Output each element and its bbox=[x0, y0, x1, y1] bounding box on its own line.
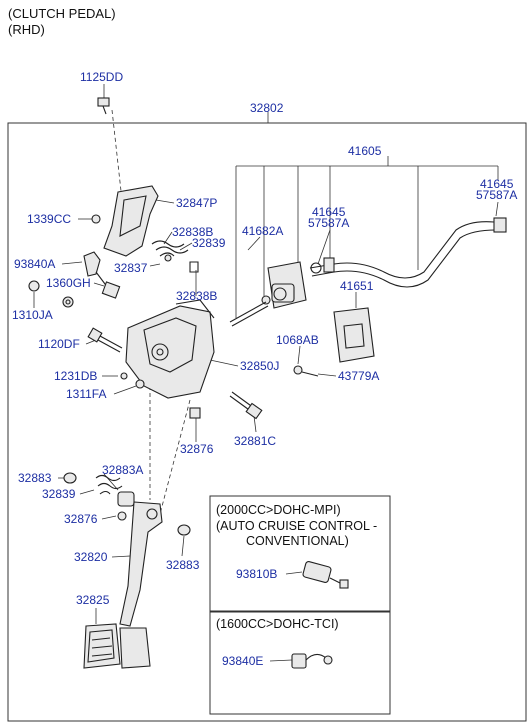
leader-lines bbox=[33, 84, 499, 662]
part-labels: 1125DD 32802 41605 41645 57587A 32847P 1… bbox=[12, 70, 517, 668]
label-1068ab: 1068AB bbox=[276, 333, 319, 347]
variant-box-mpi bbox=[209, 495, 391, 612]
variant-box-tci bbox=[209, 611, 391, 715]
label-93840a: 93840A bbox=[14, 257, 55, 271]
bolt-1125dd bbox=[97, 97, 110, 115]
clip-32838b bbox=[189, 261, 199, 273]
label-1311fa: 1311FA bbox=[66, 387, 106, 401]
label-41682a: 41682A bbox=[242, 224, 283, 238]
master-cylinder-41682a bbox=[229, 261, 307, 327]
switch-93810b bbox=[302, 561, 349, 589]
label-32847p: 32847P bbox=[176, 196, 217, 210]
pin-43779a bbox=[293, 365, 319, 377]
label-32838b-a: 32838B bbox=[172, 225, 213, 239]
hose-41645 bbox=[309, 217, 507, 288]
bushing-32883 bbox=[63, 472, 191, 536]
stopper-32876-upper bbox=[189, 407, 201, 419]
small-nut-1231db bbox=[120, 372, 128, 380]
pedal-pad-32825 bbox=[83, 623, 151, 669]
label-32837: 32837 bbox=[114, 261, 148, 275]
spring-32839-lower bbox=[95, 474, 123, 495]
spring-32839-upper bbox=[151, 240, 189, 262]
bolt-1120df bbox=[87, 327, 123, 353]
box1-line3: CONVENTIONAL) bbox=[246, 534, 349, 548]
label-57587a-top: 57587A bbox=[476, 188, 517, 202]
header-line-1: (CLUTCH PEDAL) bbox=[8, 6, 116, 21]
label-41645-mid: 41645 bbox=[312, 205, 346, 219]
label-32876-b: 32876 bbox=[64, 512, 98, 526]
label-32839-b: 32839 bbox=[42, 487, 76, 501]
stopper-32876-lower bbox=[117, 511, 127, 521]
box1-line1: (2000CC>DOHC-MPI) bbox=[216, 503, 341, 517]
clamp-57587a bbox=[310, 262, 322, 274]
label-41605: 41605 bbox=[348, 144, 382, 158]
nut-1339cc bbox=[91, 214, 101, 224]
label-32883a: 32883A bbox=[102, 463, 143, 477]
washer-1360gh bbox=[62, 296, 74, 308]
switch-93840a bbox=[83, 251, 121, 299]
label-32838b-b: 32838B bbox=[176, 289, 217, 303]
box2-line1: (1600CC>DOHC-TCI) bbox=[216, 617, 339, 631]
label-57587a-mid: 57587A bbox=[308, 216, 349, 230]
label-1125dd: 1125DD bbox=[80, 70, 123, 84]
label-1360gh: 1360GH bbox=[46, 276, 91, 290]
pedal-bracket-32850j bbox=[125, 299, 215, 399]
label-32881c: 32881C bbox=[234, 434, 276, 448]
label-1339cc: 1339CC bbox=[27, 212, 71, 226]
label-41645-top: 41645 bbox=[480, 177, 514, 191]
label-32825: 32825 bbox=[76, 593, 110, 607]
header-line-2: (RHD) bbox=[8, 22, 45, 37]
box1-line2: (AUTO CRUISE CONTROL - bbox=[216, 519, 377, 533]
pedal-arm-32820 bbox=[119, 501, 163, 627]
nut-1311fa bbox=[135, 379, 145, 389]
bushing-32883a bbox=[117, 491, 135, 507]
label-1231db: 1231DB bbox=[54, 369, 97, 383]
bracket-32847p bbox=[103, 185, 159, 257]
nut-1310ja bbox=[28, 280, 40, 292]
label-41651: 41651 bbox=[340, 279, 374, 293]
label-32850j: 32850J bbox=[240, 359, 279, 373]
assembly-frame bbox=[7, 122, 527, 722]
label-93810b: 93810B bbox=[236, 567, 277, 581]
label-32820: 32820 bbox=[74, 550, 108, 564]
label-43779a: 43779A bbox=[338, 369, 379, 383]
label-32802: 32802 bbox=[250, 101, 284, 115]
label-32883-a: 32883 bbox=[18, 471, 52, 485]
label-32839-a: 32839 bbox=[192, 236, 226, 250]
label-1310ja: 1310JA bbox=[12, 308, 53, 322]
label-93840e: 93840E bbox=[222, 654, 263, 668]
label-32876-a: 32876 bbox=[180, 442, 214, 456]
boot-41651 bbox=[333, 307, 375, 363]
pin-32881c bbox=[229, 391, 263, 420]
label-32883-b: 32883 bbox=[166, 558, 200, 572]
switch-93840e bbox=[291, 653, 333, 669]
label-1120df: 1120DF bbox=[38, 337, 80, 351]
